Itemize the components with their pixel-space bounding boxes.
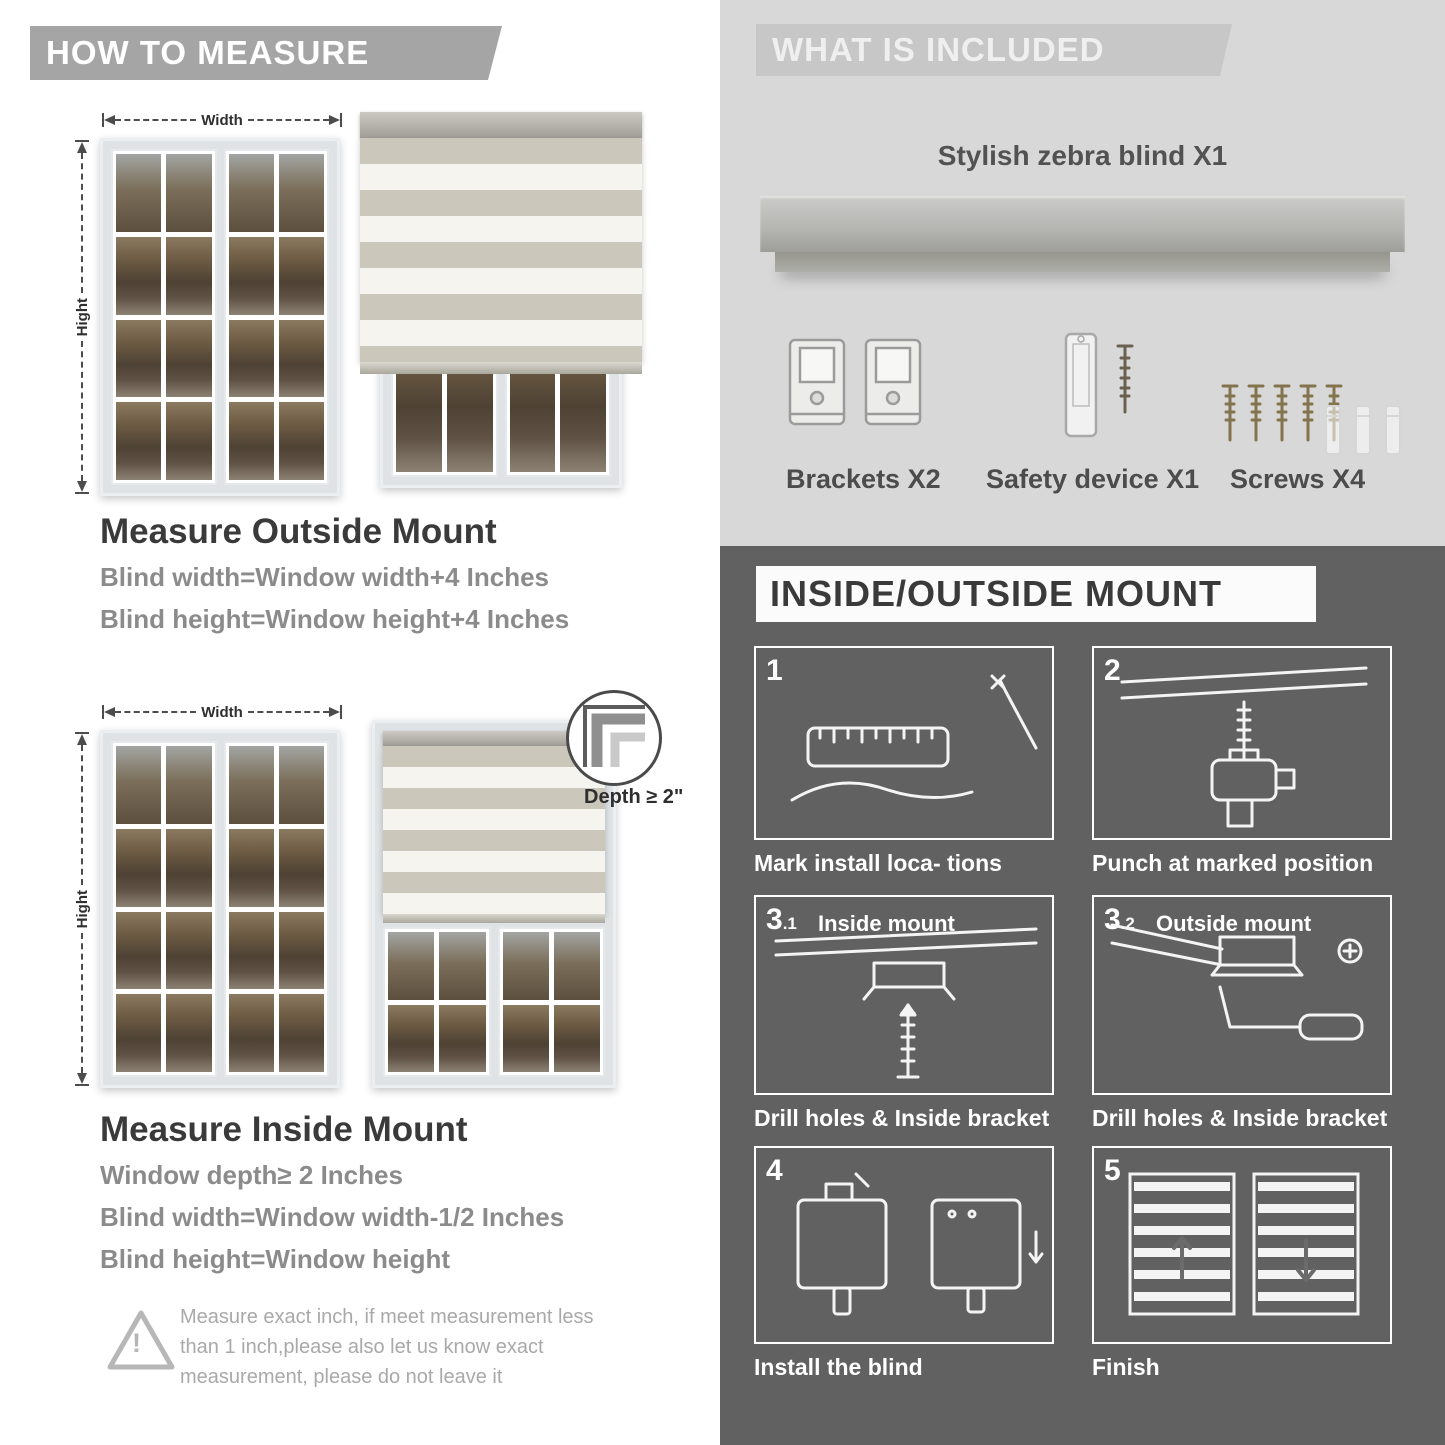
outside-mount-blind-figure [360, 112, 642, 492]
safety-device-icon [1064, 332, 1134, 438]
window-illustration [100, 730, 340, 1088]
inside-mount-heading: Measure Inside Mount [100, 1110, 468, 1149]
blind-bottomrail [383, 914, 605, 923]
step-1-panel: 1 [754, 646, 1054, 840]
step-3-2: 3.2 Outside mount Drill holes & In [1092, 895, 1392, 1132]
inside-measure-window-figure: Width Hight [72, 692, 347, 1092]
headrail-top-bar [760, 196, 1405, 252]
width-label: Width [201, 703, 243, 721]
step-5-panel: 5 [1092, 1146, 1392, 1344]
window-casement [111, 741, 217, 1077]
mount-instructions-section: INSIDE/OUTSIDE MOUNT 1 Mark install loca… [720, 546, 1445, 1445]
product-label: Stylish zebra blind X1 [937, 140, 1228, 171]
wall-anchors-icon [1325, 405, 1401, 455]
step-2: 2 Punch at marked position [1092, 646, 1392, 877]
height-label: Hight [73, 889, 91, 929]
step-2-number: 2 [1104, 654, 1121, 687]
inside-depth-rule: Window depth≥ 2 Inches [100, 1160, 403, 1190]
inside-mount-blind-figure [372, 720, 616, 1088]
step-3-1-title: Inside mount [818, 911, 955, 936]
step-1-caption: Mark install loca- tions [754, 850, 1002, 876]
window-illustration [372, 720, 616, 1088]
step-4-number: 4 [766, 1154, 783, 1187]
step-3-1-number: 3.1 [766, 903, 797, 936]
inside-width-formula: Blind width=Window width-1/2 Inches [100, 1202, 565, 1232]
step-5: 5 [1092, 1146, 1392, 1381]
step-4: 4 Install the blind [754, 1146, 1054, 1381]
window-corner-detail-icon [583, 705, 645, 767]
mount-header: INSIDE/OUTSIDE MOUNT [756, 566, 1316, 622]
step-5-number: 5 [1104, 1154, 1121, 1187]
outside-bracket-driver-icon [1110, 923, 1364, 1041]
window-illustration [100, 138, 340, 496]
finished-blinds-icon [1128, 1172, 1360, 1316]
height-arrow: Hight [73, 732, 91, 1087]
step-5-caption: Finish [1092, 1354, 1160, 1380]
safety-device-label: Safety device X1 [986, 464, 1200, 494]
step-4-caption: Install the blind [754, 1354, 923, 1380]
headrail-bottom-bar [775, 252, 1390, 272]
window-casement [497, 927, 605, 1077]
step-2-panel: 2 [1092, 646, 1392, 840]
warning-text-line3: measurement, please do not leave it [180, 1366, 503, 1388]
step-3-2-title: Outside mount [1156, 911, 1312, 936]
blind-stripes [360, 138, 642, 362]
depth-callout-circle [566, 690, 662, 786]
window-casement [223, 741, 329, 1077]
window-casement [111, 149, 217, 485]
step-3-2-caption: Drill holes & Inside bracket [1092, 1105, 1388, 1131]
step-4-panel: 4 [754, 1146, 1054, 1344]
step-3-1-panel: 3.1 Inside mount [754, 895, 1054, 1095]
how-to-measure-header: HOW TO MEASURE [30, 26, 502, 80]
warning-text-line1: Measure exact inch, if meet measurement … [180, 1306, 594, 1328]
blind-headrail [383, 731, 605, 746]
width-arrow: Width [102, 111, 343, 129]
blind-stripes [383, 746, 605, 914]
blind-headrail [360, 112, 642, 138]
zebra-blind-product-image [760, 196, 1405, 272]
outside-height-formula: Blind height=Window height+4 Inches [100, 604, 570, 634]
measuring-tape-icon [790, 674, 1038, 802]
step-3-1: 3.1 Inside mount Drill holes & Ins [754, 895, 1054, 1132]
window-casement [383, 927, 491, 1077]
warning-exclamation: ! [132, 1328, 141, 1358]
height-arrow: Hight [73, 140, 91, 495]
height-label: Hight [73, 297, 91, 337]
zebra-blind-illustration [383, 731, 605, 923]
step-3-2-panel: 3.2 Outside mount [1092, 895, 1392, 1095]
inside-bracket-screw-icon [774, 927, 1038, 1079]
step-2-caption: Punch at marked position [1092, 850, 1374, 876]
zebra-blind-illustration [360, 112, 642, 374]
warning-text-line2: than 1 inch,please also let us know exac… [180, 1336, 544, 1358]
outside-mount-heading: Measure Outside Mount [100, 512, 497, 551]
width-arrow: Width [102, 703, 343, 721]
blind-bottomrail [360, 362, 642, 374]
outside-width-formula: Blind width=Window width+4 Inches [100, 562, 549, 592]
window-casement [223, 149, 329, 485]
step-3-1-caption: Drill holes & Inside bracket [754, 1105, 1050, 1131]
install-blind-icon [796, 1172, 1044, 1316]
what-is-included-header: WHAT IS INCLUDED [756, 24, 1232, 76]
brackets-icon [788, 338, 922, 426]
step-1-number: 1 [766, 654, 783, 687]
inside-height-formula: Blind height=Window height [100, 1244, 450, 1274]
warning-triangle-icon [107, 1310, 175, 1370]
drill-icon [1120, 666, 1368, 828]
step-1: 1 Mark install loca- tions [754, 646, 1054, 877]
outside-measure-window-figure: Width Hight [72, 100, 347, 500]
screws-label: Screws X4 [1230, 464, 1366, 494]
what-is-included-section: WHAT IS INCLUDED Stylish zebra blind X1 [720, 0, 1445, 546]
brackets-label: Brackets X2 [786, 464, 941, 494]
depth-label: Depth ≥ 2" [584, 786, 684, 808]
width-label: Width [201, 111, 243, 129]
